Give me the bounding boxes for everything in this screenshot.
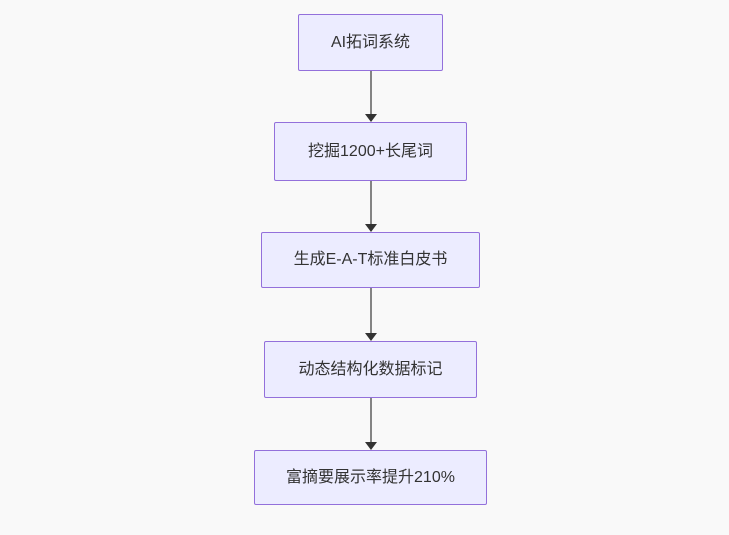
flow-node-eat-whitepaper: 生成E-A-T标准白皮书 — [261, 232, 480, 288]
flow-node-structured-data: 动态结构化数据标记 — [264, 341, 477, 398]
flow-arrow-3 — [365, 288, 377, 341]
arrow-line — [370, 181, 372, 226]
flow-node-longtail-mining: 挖掘1200+长尾词 — [274, 122, 467, 181]
flow-node-rich-snippet-result: 富摘要展示率提升210% — [254, 450, 487, 505]
flow-node-label: AI拓词系统 — [330, 33, 411, 51]
arrow-line — [370, 288, 372, 335]
arrowhead-down-icon — [365, 114, 377, 122]
arrowhead-down-icon — [365, 442, 377, 450]
arrow-line — [370, 71, 372, 116]
flow-node-label: 生成E-A-T标准白皮书 — [293, 251, 448, 269]
arrow-line — [370, 398, 372, 444]
arrowhead-down-icon — [365, 333, 377, 341]
flow-arrow-4 — [365, 398, 377, 450]
flow-arrow-1 — [365, 71, 377, 122]
flow-node-label: 富摘要展示率提升210% — [286, 468, 455, 486]
flow-node-label: 动态结构化数据标记 — [298, 360, 443, 378]
arrowhead-down-icon — [365, 224, 377, 232]
flow-node-label: 挖掘1200+长尾词 — [308, 142, 433, 160]
flow-node-ai-expansion: AI拓词系统 — [298, 14, 443, 71]
flow-arrow-2 — [365, 181, 377, 232]
